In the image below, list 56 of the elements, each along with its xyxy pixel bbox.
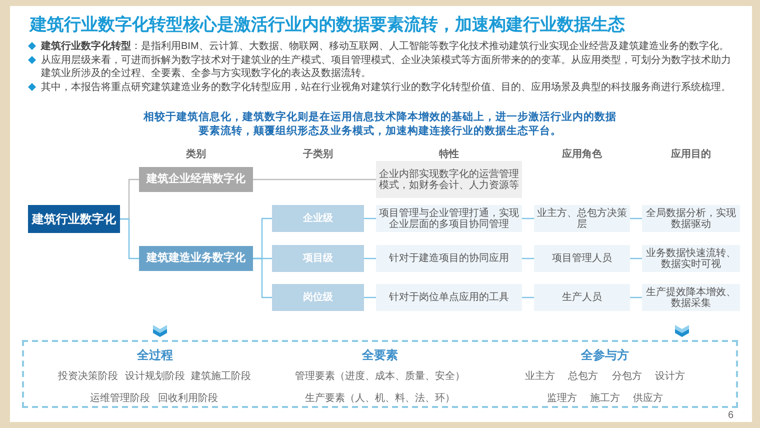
connector-line bbox=[364, 258, 376, 260]
item-label: 监理方 bbox=[547, 392, 577, 406]
table-cell: 业主方、总包方决策层 bbox=[534, 205, 630, 232]
item-label: 总包方 bbox=[568, 370, 598, 384]
table-cell: 生产人员 bbox=[534, 284, 630, 311]
column-header: 类别 bbox=[186, 148, 206, 162]
column-header: 子类别 bbox=[303, 148, 333, 162]
connector-line bbox=[630, 258, 642, 260]
table-cell: 针对于岗位单点应用的工具 bbox=[376, 284, 522, 311]
item-label: 生产要素（人、机、料、法、环） bbox=[305, 392, 455, 406]
title: 建筑行业数字化转型核心是激活行业内的数据要素流转，加速构建行业数据生态 bbox=[30, 14, 625, 36]
connector-line bbox=[522, 218, 534, 220]
item-label: 运维管理阶段 bbox=[90, 392, 150, 406]
item-label: 供应方 bbox=[633, 392, 663, 406]
item-label: 分包方 bbox=[612, 370, 642, 384]
subcategory-box: 企业级 bbox=[272, 205, 364, 232]
category-box: 建筑企业经营数字化 bbox=[139, 167, 253, 192]
table-cell: 业务数据快速流转、数据实时可视 bbox=[642, 245, 740, 272]
group-heading: 全要素 bbox=[362, 347, 398, 364]
connector-line bbox=[364, 296, 376, 298]
connector-line bbox=[364, 218, 376, 220]
table-cell: 企业内部实现数字化的运营管理模式，如财务会计、人力资源等 bbox=[376, 161, 522, 198]
connector-line bbox=[120, 218, 139, 260]
table-cell: 全局数据分析，实现数据驱动 bbox=[642, 205, 740, 232]
category-box: 建筑行业数字化 bbox=[28, 205, 120, 233]
column-header: 应用目的 bbox=[671, 147, 711, 162]
group-heading: 全参与方 bbox=[581, 347, 629, 364]
item-label: 投资决策阶段 bbox=[58, 370, 118, 384]
item-label: 回收利用阶段 bbox=[158, 392, 218, 406]
subtitle: 相较于建筑信息化，建筑数字化则是在运用信息技术降本增效的基础上，进一步激活行业内的数据要素流转，颠覆组织形态及业务模式，加速构建连接行业的数据生态平台。 bbox=[142, 110, 618, 138]
item-label: 设计方 bbox=[655, 370, 685, 384]
connector-line bbox=[522, 258, 534, 260]
column-header: 应用角色 bbox=[562, 147, 602, 162]
connector-line bbox=[630, 296, 642, 298]
connector-line bbox=[522, 296, 534, 298]
bullet-text: 其中，本报告将重点研究建筑建造业务的数字化转型应用，站在行业视角对建筑行业的数字化转型价值、目的、应用场景及典型的科技服务商进行系统梳理。 bbox=[41, 81, 731, 94]
item-label: 业主方 bbox=[525, 370, 555, 384]
page-number: 6 bbox=[728, 409, 734, 423]
item-label: 设计规划阶段 bbox=[125, 370, 185, 384]
table-cell: 生产提效降本增效、数据采集 bbox=[642, 284, 740, 311]
connector-line bbox=[253, 178, 376, 180]
group-heading: 全过程 bbox=[137, 347, 173, 364]
bullet-text: 建筑行业数字化转型：是指利用BIM、云计算、大数据、物联网、移动互联网、人工智能等数字化技术推动建筑行业实现企业经营及建筑建造业务的数字化。 bbox=[41, 40, 729, 53]
table-cell: 项目管理人员 bbox=[534, 245, 630, 272]
subcategory-box: 岗位级 bbox=[272, 284, 364, 311]
category-box: 建筑建造业务数字化 bbox=[139, 246, 253, 271]
column-header: 特性 bbox=[439, 148, 459, 162]
item-label: 建筑施工阶段 bbox=[191, 370, 251, 384]
bullet-text: 从应用层级来看，可进而拆解为数字技术对于建筑业的生产模式、项目管理模式、企业决策模式等方面所带来的的变革。从应用类型，可划分为数字技术助力建筑业所涉及的全过程、全要素、全参与方实现数字化的表达及数据流转。 bbox=[41, 54, 732, 80]
table-cell: 项目管理与企业管理打通，实现企业层面的多项目协同管理 bbox=[376, 205, 522, 232]
connector-line bbox=[253, 258, 272, 298]
subcategory-box: 项目级 bbox=[272, 245, 364, 272]
connector-line bbox=[630, 218, 642, 220]
item-label: 施工方 bbox=[590, 392, 620, 406]
table-cell: 针对于建造项目的协同应用 bbox=[376, 245, 522, 272]
item-label: 管理要素（进度、成本、质量、安全） bbox=[295, 370, 465, 384]
